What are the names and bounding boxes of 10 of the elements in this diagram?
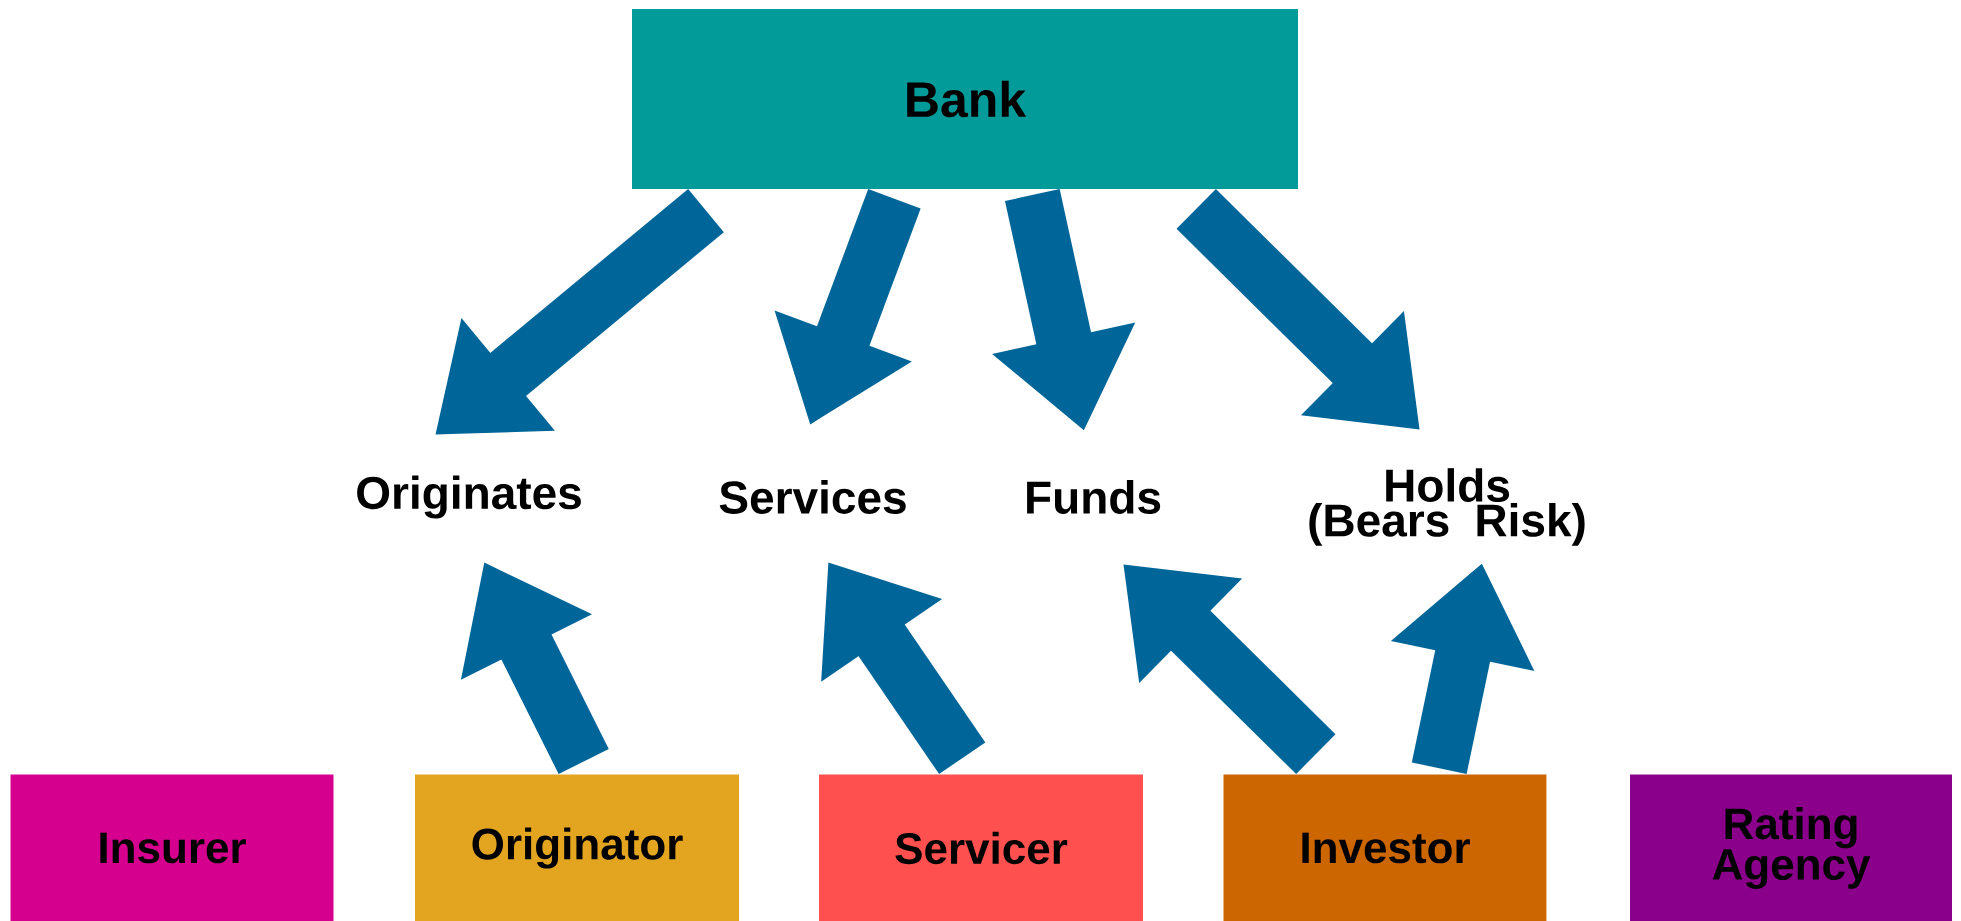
party-box: Servicer (819, 774, 1143, 921)
action-label: Funds (1027, 480, 1161, 514)
action-label: Holds (Bears Risk) (1309, 468, 1585, 546)
bank-box: Bank (632, 9, 1298, 189)
action-label: Originates (357, 475, 581, 519)
party-box: Rating Agency (1630, 774, 1952, 921)
party-box: Investor (1223, 774, 1547, 921)
action-label: Services (719, 480, 906, 514)
party-box: Originator (415, 774, 739, 921)
party-box: Insurer (10, 774, 334, 921)
